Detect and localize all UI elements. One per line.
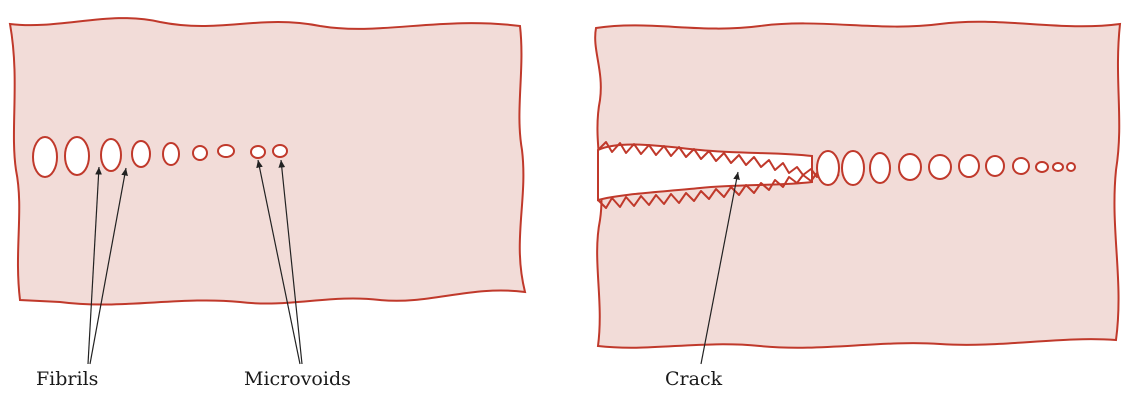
void-j	[1053, 163, 1063, 171]
void-g	[986, 156, 1004, 176]
void-a	[817, 151, 839, 185]
fibril-void-3	[101, 139, 121, 171]
void-i	[1036, 162, 1048, 172]
microvoid-2	[218, 145, 234, 157]
void-d	[899, 154, 921, 180]
crack-label: Crack	[665, 368, 722, 390]
craze-panel	[10, 18, 525, 364]
void-k	[1067, 163, 1075, 171]
microvoid-3	[251, 146, 265, 158]
fibril-void-1	[33, 137, 57, 177]
void-c	[870, 153, 890, 183]
void-f	[959, 155, 979, 177]
microvoid-4	[273, 145, 287, 157]
fibril-void-2	[65, 137, 89, 175]
fibril-void-4	[132, 141, 150, 167]
void-e	[929, 155, 951, 179]
void-h	[1013, 158, 1029, 174]
fibril-void-5	[163, 143, 179, 165]
fibrils-label: Fibrils	[36, 368, 98, 390]
crack-panel	[595, 22, 1120, 364]
void-b	[842, 151, 864, 185]
microvoid-1	[193, 146, 207, 160]
microvoids-label: Microvoids	[244, 368, 351, 390]
